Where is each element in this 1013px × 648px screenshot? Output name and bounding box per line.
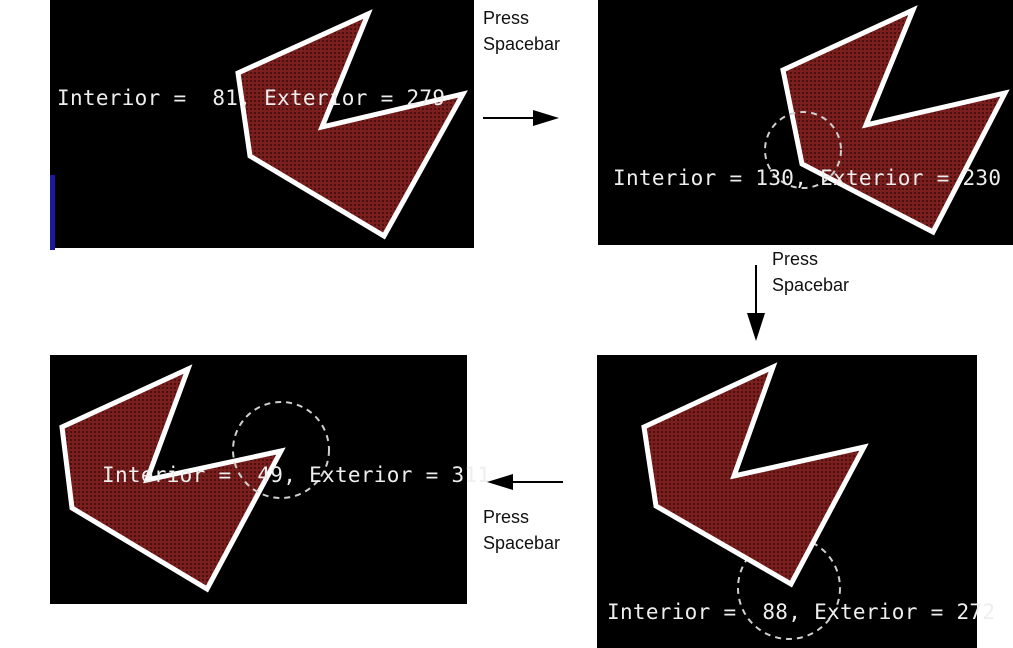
frame-4-readout: Interior = 49, Exterior = 311 [102, 463, 491, 487]
frame-3-readout: Interior = 88, Exterior = 272 [607, 600, 996, 624]
frame-1-canvas [235, 9, 468, 240]
step-2-line-2: Spacebar [772, 275, 850, 295]
frame-2: Interior = 130, Exterior = 230 [598, 0, 1013, 245]
step-3-line-2: Spacebar [483, 533, 561, 553]
step-1-caption: Press Spacebar [483, 5, 560, 57]
frame-3-polygon [641, 362, 869, 588]
frame-2-polygon [780, 5, 1010, 236]
step-3-caption: Press Spacebar [483, 504, 560, 556]
step-2-caption: Press Spacebar [772, 246, 849, 298]
frame-3-canvas [641, 362, 869, 640]
frame-4: Interior = 49, Exterior = 311 [50, 355, 490, 604]
frame-3-probe-circle [737, 536, 841, 640]
frame-1-polygon [235, 9, 468, 240]
step-1-line-1: Press [483, 8, 530, 28]
right-arrow-icon [483, 110, 559, 126]
frame-4-polygon [59, 364, 286, 593]
left-arrow-icon [487, 474, 563, 490]
frame-4-canvas [59, 364, 330, 593]
frame-2-readout: Interior = 130, Exterior = 230 [613, 166, 1002, 190]
step-3-line-1: Press [483, 507, 530, 527]
frame-3: Interior = 88, Exterior = 272 [597, 355, 995, 648]
frame-2-canvas [764, 5, 1010, 236]
step-2-line-1: Press [772, 249, 819, 269]
frame-2-probe-circle [764, 111, 842, 189]
step-1-line-2: Spacebar [483, 34, 561, 54]
frame-1: Interior = 81, Exterior = 279 [50, 0, 474, 250]
down-arrow-icon [747, 265, 765, 341]
frame-4-probe-circle [232, 401, 330, 499]
frame-1-readout: Interior = 81, Exterior = 279 [57, 86, 446, 110]
window-edge-strip [50, 175, 55, 250]
